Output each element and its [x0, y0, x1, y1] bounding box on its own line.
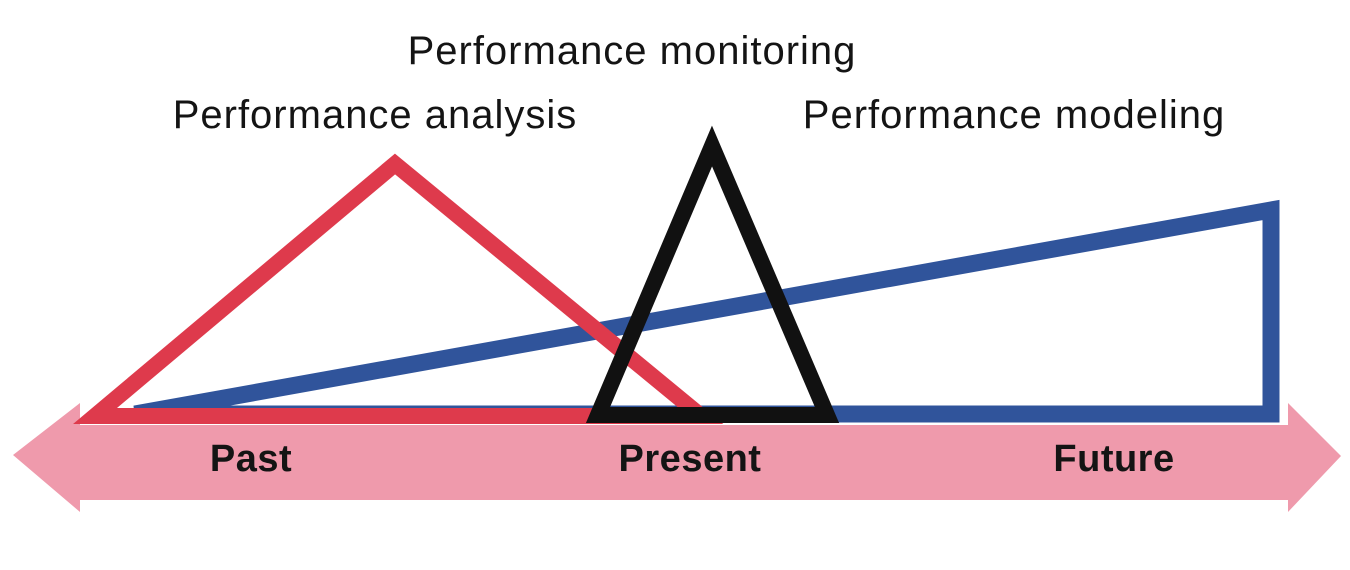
monitoring-triangle: [585, 125, 840, 423]
timeline-arrow: [13, 403, 1341, 512]
analysis-label: Performance analysis: [172, 93, 578, 137]
timeline-label-future: Future: [1053, 438, 1175, 480]
timeline-label-past: Past: [209, 438, 293, 480]
monitoring-label: Performance monitoring: [407, 29, 857, 73]
timeline-label-present: Present: [618, 438, 762, 480]
analysis-triangle: [73, 153, 724, 424]
modeling-label: Performance modeling: [802, 93, 1226, 137]
